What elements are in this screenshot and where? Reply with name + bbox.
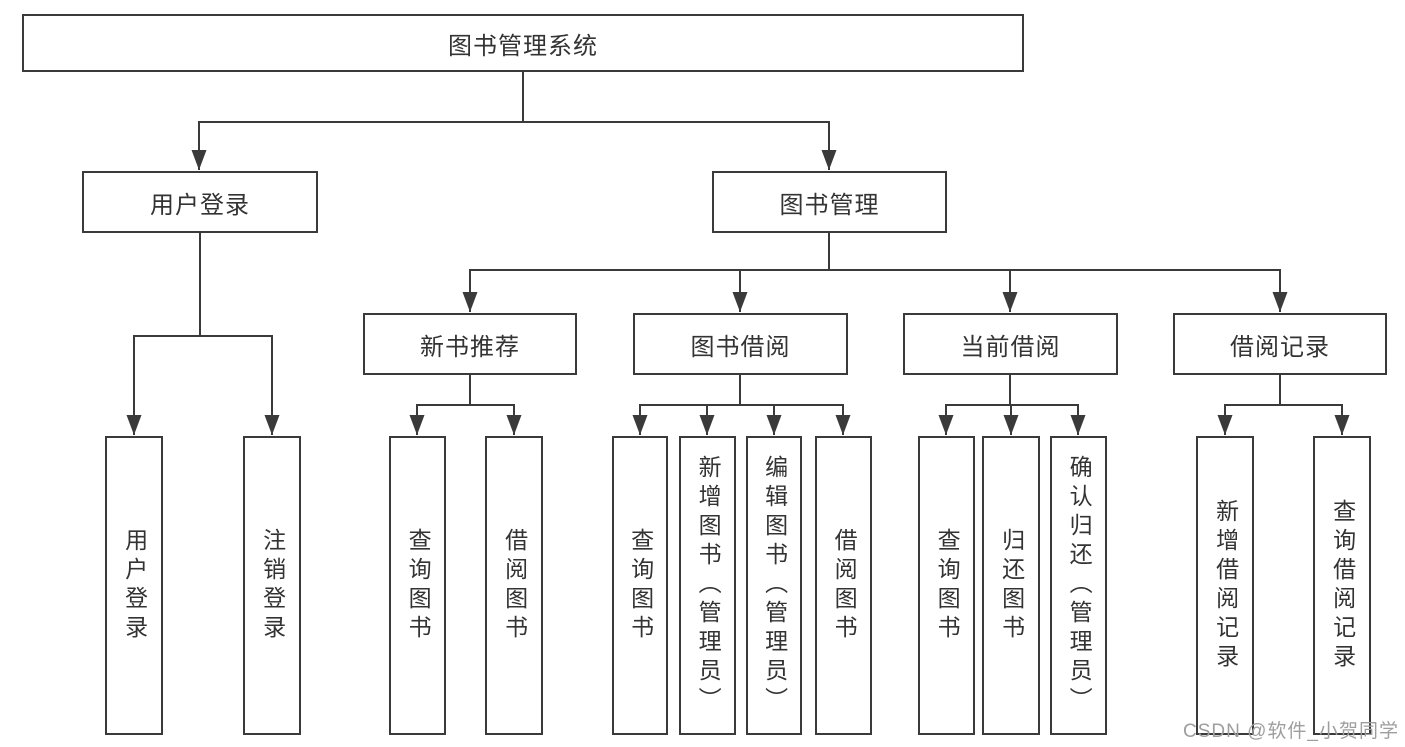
leaf-query-books-borrow: 查询图书 bbox=[612, 436, 668, 735]
node-borrow-records: 借阅记录 bbox=[1173, 313, 1387, 375]
node-label: 用户登录 bbox=[150, 191, 250, 219]
node-label: 新书推荐 bbox=[420, 333, 520, 361]
leaf-query-books-recommend: 查询图书 bbox=[389, 436, 446, 735]
leaf-label: 借阅图书 bbox=[501, 527, 528, 644]
leaf-label: 归还图书 bbox=[998, 527, 1025, 644]
leaf-return-books: 归还图书 bbox=[982, 436, 1040, 735]
leaf-query-borrow-record: 查询借阅记录 bbox=[1313, 436, 1371, 735]
leaf-label: 查询图书 bbox=[627, 527, 654, 644]
leaf-add-books-admin: 新增图书（管理员） bbox=[679, 436, 736, 735]
leaf-label: 注销登录 bbox=[259, 527, 286, 644]
leaf-edit-books-admin: 编辑图书（管理员） bbox=[746, 436, 802, 735]
leaf-label: 查询借阅记录 bbox=[1329, 498, 1356, 673]
leaf-label: 编辑图书（管理员） bbox=[761, 455, 788, 716]
node-label: 借阅记录 bbox=[1230, 333, 1330, 361]
node-label: 图书借阅 bbox=[690, 333, 791, 361]
node-library-management-system: 图书管理系统 bbox=[22, 14, 1024, 72]
leaf-label: 用户登录 bbox=[121, 527, 148, 644]
leaf-user-login: 用户登录 bbox=[105, 436, 163, 735]
node-current-borrow: 当前借阅 bbox=[903, 313, 1118, 375]
leaf-borrow-books-recommend: 借阅图书 bbox=[485, 436, 543, 735]
node-book-borrow: 图书借阅 bbox=[633, 313, 848, 375]
leaf-logout: 注销登录 bbox=[243, 436, 301, 735]
node-user-login: 用户登录 bbox=[82, 171, 318, 233]
node-new-book-recommend: 新书推荐 bbox=[363, 313, 577, 375]
leaf-add-borrow-record: 新增借阅记录 bbox=[1196, 436, 1254, 735]
leaf-label: 借阅图书 bbox=[831, 527, 858, 644]
leaf-borrow-books: 借阅图书 bbox=[815, 436, 872, 735]
csdn-watermark: CSDN @软件_小贺同学 bbox=[1183, 721, 1399, 742]
leaf-label: 新增图书（管理员） bbox=[695, 455, 722, 716]
leaf-query-books-current: 查询图书 bbox=[918, 436, 975, 735]
node-book-management: 图书管理 bbox=[712, 171, 947, 233]
leaf-label: 确认归还（管理员） bbox=[1066, 455, 1093, 716]
node-label: 图书管理系统 bbox=[448, 32, 598, 60]
leaf-label: 新增借阅记录 bbox=[1212, 498, 1239, 673]
leaf-label: 查询图书 bbox=[934, 527, 961, 644]
node-label: 图书管理 bbox=[779, 191, 880, 219]
leaf-confirm-return-admin: 确认归还（管理员） bbox=[1050, 436, 1107, 735]
node-label: 当前借阅 bbox=[960, 333, 1061, 361]
leaf-label: 查询图书 bbox=[405, 527, 432, 644]
